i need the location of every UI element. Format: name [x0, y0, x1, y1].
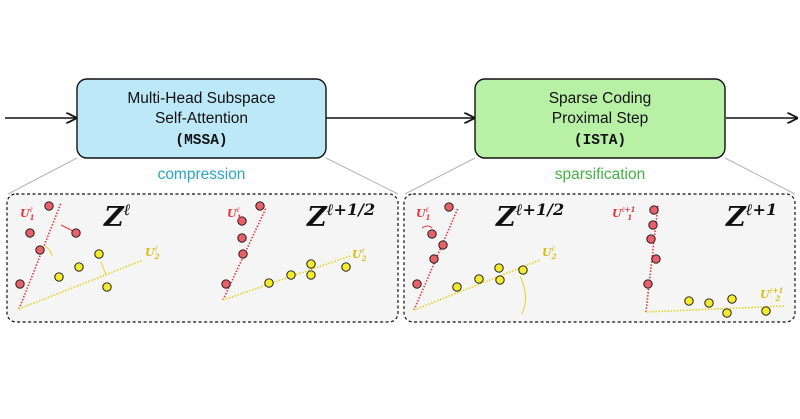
rotation-arc	[421, 225, 433, 229]
yellow-point	[54, 272, 64, 282]
red-point	[237, 233, 247, 243]
red-points	[15, 201, 81, 289]
yellow-point	[495, 275, 505, 285]
red-point	[648, 220, 658, 230]
zoom-line-mssa-right	[325, 157, 399, 195]
red-point	[15, 279, 25, 289]
yellow-point	[102, 282, 112, 292]
yellow-point	[494, 263, 504, 273]
compression-caption: compression	[158, 166, 246, 183]
red-point	[255, 201, 265, 211]
z-label: Zℓ	[103, 200, 131, 233]
red-point	[643, 279, 653, 289]
yellow-point	[264, 278, 274, 288]
red-point	[238, 249, 248, 259]
red-point	[646, 234, 656, 244]
mssa-code: (MSSA)	[175, 133, 227, 149]
red-points	[221, 201, 265, 289]
ista-block: Sparse Coding Proximal Step (ISTA)	[474, 78, 726, 159]
zoom-line-mssa-left	[7, 157, 78, 195]
yellow-points	[54, 249, 112, 292]
yellow-point	[684, 296, 694, 306]
z-label: Zℓ+1	[725, 200, 777, 233]
yellow-point	[722, 308, 732, 318]
yellow-point	[74, 262, 84, 272]
subspace-u2-line	[645, 305, 786, 313]
z-label: Zℓ+1/2	[495, 200, 564, 233]
red-point	[221, 279, 231, 289]
yellow-points	[684, 294, 771, 318]
yellow-point	[306, 259, 316, 269]
yellow-point	[286, 270, 296, 280]
red-points	[643, 205, 661, 289]
red-point	[44, 201, 54, 211]
subspace-u2-line	[222, 255, 351, 301]
red-point	[438, 240, 448, 250]
zoom-line-ista-right	[724, 157, 796, 195]
yellow-points	[452, 263, 528, 292]
mssa-title-line1: Multi-Head Subspace	[127, 90, 275, 107]
yellow-point	[452, 282, 462, 292]
yellow-point	[518, 265, 528, 275]
ista-title-line1: Sparse Coding	[549, 90, 652, 107]
red-point	[35, 245, 45, 255]
yellow-point	[761, 306, 771, 316]
yellow-point	[306, 270, 316, 280]
yellow-point	[474, 274, 484, 284]
rotation-arc	[519, 275, 526, 315]
yellow-point	[727, 294, 737, 304]
zoom-line-ista-left	[404, 157, 476, 195]
red-point	[71, 228, 81, 238]
mssa-box	[76, 78, 327, 159]
red-points	[412, 202, 454, 289]
red-point	[429, 254, 439, 264]
mssa-title-line2: Self-Attention	[155, 110, 248, 127]
subspace-u1-line	[18, 202, 62, 310]
red-point	[651, 254, 661, 264]
ista-title-line2: Proximal Step	[552, 110, 648, 127]
z-label: Zℓ+1/2	[306, 200, 375, 233]
yellow-point	[94, 249, 104, 259]
ista-box	[474, 78, 726, 159]
projection-tick	[100, 261, 107, 276]
yellow-point	[704, 298, 714, 308]
red-point	[237, 216, 247, 226]
red-point	[444, 202, 454, 212]
subspace-u2-line	[18, 259, 144, 310]
mssa-block: Multi-Head Subspace Self-Attention (MSSA…	[76, 78, 327, 159]
yellow-point	[341, 262, 351, 272]
red-point	[427, 229, 437, 239]
sparsification-panel	[403, 193, 796, 323]
yellow-points	[264, 259, 351, 288]
projection-arc	[44, 245, 53, 257]
red-point	[25, 228, 35, 238]
sparsification-caption: sparsification	[555, 166, 645, 183]
ista-code: (ISTA)	[574, 133, 626, 149]
red-point	[649, 205, 659, 215]
red-point	[412, 279, 422, 289]
